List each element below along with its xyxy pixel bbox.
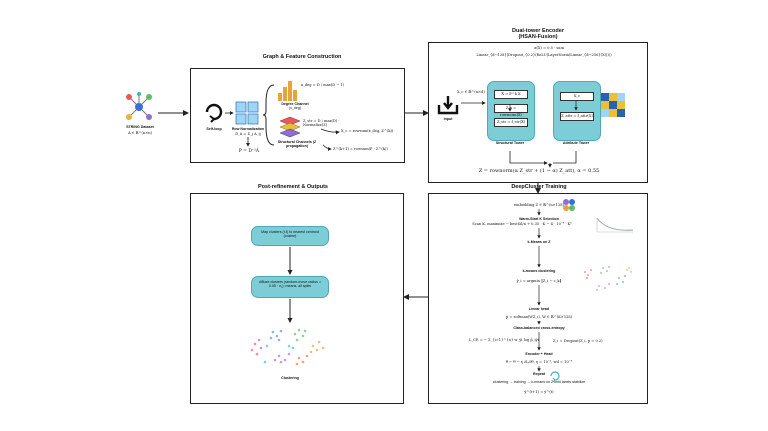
dataset-label: STRING Dataset xyxy=(126,125,154,129)
struct-box1: X̂ = P^k X xyxy=(494,90,528,99)
self-loop-icon xyxy=(205,103,223,123)
dropout-formula: Z_i = Dropout(Z_i, p = 0.2) xyxy=(553,339,603,343)
input-label: Input xyxy=(443,117,453,121)
degree-formula: x_deg = D / max(D − 1) xyxy=(301,83,345,87)
kmeans-scatter xyxy=(579,262,635,294)
attr-box2: Z_attr = f_attr(X) xyxy=(560,112,594,121)
struct-label: Structural Channels (Z propagation) xyxy=(277,140,317,149)
input-icon xyxy=(437,96,459,115)
attribute-tower-label: Attribute Tower xyxy=(562,141,590,145)
ce-formula: L_CE = − Σ_{i=1}^{n} w_ŷi log p̂_iŷi xyxy=(469,338,539,342)
fusion-formula: Z = rownorm(α Z_str + (1 − α) Z_att), α … xyxy=(478,168,600,174)
degree-sub: (x_deg) xyxy=(288,106,302,110)
attr-box1: X_c xyxy=(560,92,594,101)
branch-bracket xyxy=(263,84,275,146)
encoder-panel: α(X) = 0.5 · sum Linear_{d→128}(Dropout_… xyxy=(428,42,648,183)
update-formula: θ ← θ − η ∂L/∂θ, η = 10⁻³, wd = 10⁻⁴ xyxy=(505,360,573,364)
self-loop-label: Self-loop xyxy=(206,127,222,131)
deepcluster-panel: embedding Z ∈ ℝ^(n×128) Warm-Start K Sel… xyxy=(428,193,648,404)
kmeans-on-z: k-Means on Z xyxy=(527,240,551,244)
encoder-title-line2: (HSAN-Fusion) xyxy=(518,34,558,40)
encoder-top-formula1: α(X) = 0.5 · sum xyxy=(534,46,564,50)
struct-box3: Z_str = f_str(X̂) xyxy=(494,118,528,127)
clustering-output-label: Clustering xyxy=(281,376,299,380)
encoder-head-label: Encoder + Head xyxy=(525,352,553,356)
encoder-title-line1: Dual-tower Encoder xyxy=(512,28,564,34)
encoder-inner-arrows xyxy=(461,101,578,168)
linear-head-label: Linear head xyxy=(528,307,550,311)
kmeans-clustering: k-means clustering xyxy=(522,269,556,273)
warm-start-curve xyxy=(596,217,634,233)
struct-formula: Z_str = D / max(D) · Normalize(Z) xyxy=(303,119,340,128)
warm-start-title: Warm-Start K Selection xyxy=(519,217,559,221)
structural-tower-label: Structural Tower xyxy=(495,141,525,145)
post-step1: Map clusters (t-f) to nearest centroid (… xyxy=(251,226,329,246)
embedding-cluster-icon xyxy=(563,199,575,211)
zkp-formula: Z^(k+1) = rowsum(P · Z^(k)) xyxy=(333,147,388,151)
row-normalization-label: Row Normalization xyxy=(231,127,265,131)
deep-inner-arrows xyxy=(537,209,541,372)
clustering-scatter xyxy=(243,322,337,372)
attribute-tower: X_c Z_attr = f_attr(X) xyxy=(553,81,601,141)
softmax-formula: p̂ = softmax(WZ_i), W ∈ ℝ^(K×128) xyxy=(505,315,573,319)
degree-label: Degree Channel xyxy=(281,102,309,106)
xc-formula: X_c = rowsum(x_deg, Z^(k)) xyxy=(341,129,394,133)
dataset-dim: A ∈ ℝ^(n×n) xyxy=(128,131,152,135)
final-formula: ŷ^(t+1) = ŷ^(t) xyxy=(524,390,554,394)
dataset-graph-icon xyxy=(124,92,154,122)
post-inner-arrows xyxy=(287,247,293,323)
ce-title: Class-balanced cross-entropy xyxy=(513,326,565,330)
input-formula: X_c ∈ ℝ^(n×d) xyxy=(457,90,485,94)
embedding-text: embedding Z ∈ ℝ^(n×128) xyxy=(514,203,564,207)
p-formula: P = D⁻¹Â xyxy=(238,149,260,154)
encoder-top-formula2: Linear_{d→128}(Dropout_{0.2}(ReLU(LayerN… xyxy=(476,53,612,57)
post-panel-title: Post-refinement & Outputs xyxy=(258,184,328,190)
repeat-label: Repeat xyxy=(533,372,545,376)
structural-stack-icon xyxy=(279,116,301,138)
graph-panel-title: Graph & Feature Construction xyxy=(262,54,342,60)
graph-feature-panel: Self-loop Row Normalization D_ii = Σ_j A… xyxy=(190,68,405,163)
row-normalization-formula: D_ii = Σ_j A_ij xyxy=(235,132,261,136)
warm-start-formula: Scan K, maximize − bestSil/n + 0.35 · K … xyxy=(472,222,572,226)
deep-panel-title: DeepCluster Training xyxy=(511,184,567,190)
post-step2: diffuse clusters (random-move radius = 0… xyxy=(251,276,329,298)
attribute-heatmap-icon xyxy=(601,93,625,117)
repeat-text: clustering → training → k-means on Z unt… xyxy=(492,380,586,384)
assignment-formula: ŷ_i = argmin ‖Z_i − c_k‖ xyxy=(516,279,562,283)
graph-inner-arrows xyxy=(225,111,340,151)
row-normalization-grid xyxy=(235,101,259,125)
degree-bar-chart xyxy=(278,81,297,101)
post-refinement-panel: Map clusters (t-f) to nearest centroid (… xyxy=(190,193,404,404)
repeat-cycle-icon xyxy=(550,371,560,382)
